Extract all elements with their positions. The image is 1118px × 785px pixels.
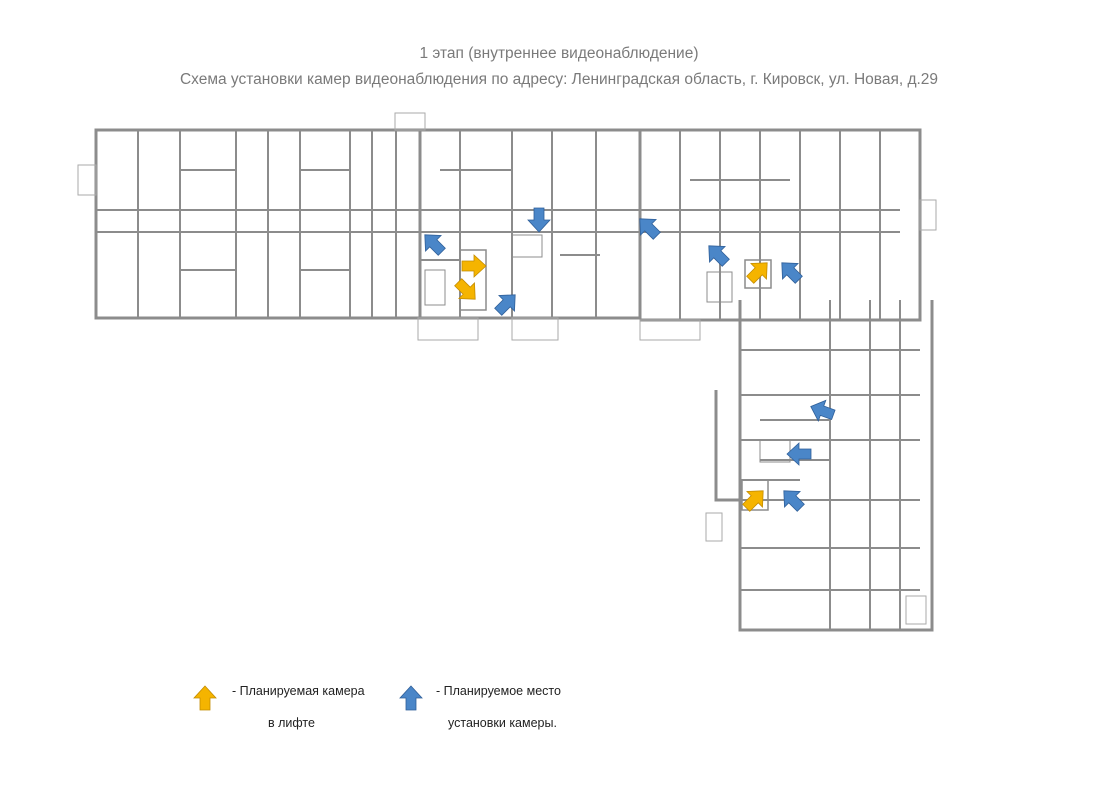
camera-location-marker: [783, 490, 805, 512]
arrow-up-blue-icon: [399, 685, 423, 711]
legend-elevator-camera-label: - Планируемая камера: [232, 684, 365, 698]
legend-camera-location-label: - Планируемое место: [436, 684, 561, 698]
building-walls: [94, 128, 934, 632]
camera-location-marker: [494, 294, 516, 316]
camera-location-marker: [424, 234, 446, 256]
legend-camera-location-label-2: установки камеры.: [448, 716, 557, 730]
camera-location-markers: [424, 207, 836, 512]
camera-location-marker: [527, 207, 551, 233]
balconies: [77, 112, 937, 625]
elevator-camera-marker: [454, 278, 476, 300]
camera-location-marker: [781, 262, 803, 284]
diagram-subtitle: Схема установки камер видеонаблюдения по…: [179, 71, 939, 88]
legend-elevator-camera-label-2: в лифте: [268, 716, 315, 730]
lift-shafts: [459, 249, 772, 511]
diagram-title: 1 этап (внутреннее видеонаблюдение): [419, 45, 699, 62]
interior-walls: [96, 130, 920, 630]
camera-location-marker: [810, 399, 836, 422]
elevator-camera-markers: [454, 254, 768, 512]
elevator-camera-marker: [746, 262, 768, 284]
elevator-camera-marker: [742, 490, 764, 512]
camera-location-marker: [708, 245, 730, 267]
elevator-camera-marker: [461, 254, 487, 278]
arrow-up-yellow-icon: [193, 685, 217, 711]
camera-location-marker: [786, 442, 812, 466]
camera-location-marker: [639, 218, 661, 240]
